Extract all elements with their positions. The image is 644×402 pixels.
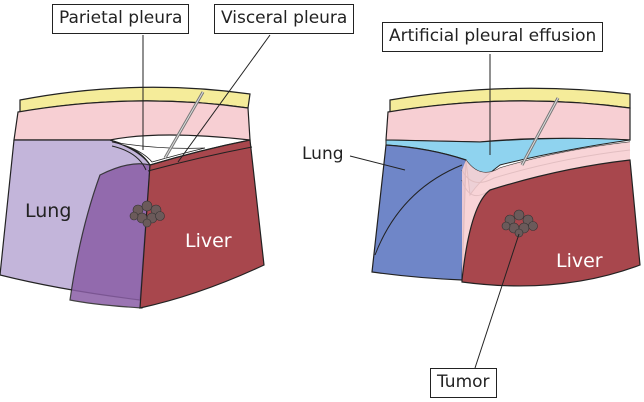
left-muscle-layer	[13, 100, 251, 141]
left-liver-label: Liver	[185, 230, 232, 252]
left-liver	[139, 139, 265, 309]
artificial-effusion-label: Artificial pleural effusion	[382, 22, 604, 52]
visceral-pleura-label: Visceral pleura	[214, 4, 355, 34]
right-needle-highlight	[521, 97, 559, 166]
left-panel	[0, 34, 271, 309]
right-liver	[461, 159, 641, 287]
left-pleura-lines	[109, 139, 253, 172]
left-pleural-space	[111, 141, 206, 163]
left-lung-overlap	[69, 163, 151, 309]
right-lung-leader	[349, 155, 406, 171]
parietal-pleura-label: Parietal pleura	[52, 4, 190, 34]
right-lung-label: Lung	[302, 144, 344, 164]
left-needle-highlight	[164, 91, 204, 159]
right-panel	[349, 54, 641, 369]
right-tumor	[501, 209, 538, 238]
right-lung-inner-curve	[374, 164, 463, 256]
left-lung-label: Lung	[25, 200, 72, 222]
right-muscle-layer	[385, 100, 631, 143]
left-visceral-leader	[177, 34, 271, 163]
right-pleura-fill	[462, 142, 630, 280]
right-liver-label: Liver	[556, 250, 603, 272]
left-tumor	[129, 200, 165, 228]
tumor-label: Tumor	[430, 368, 497, 398]
right-tumor-leader	[474, 233, 520, 369]
